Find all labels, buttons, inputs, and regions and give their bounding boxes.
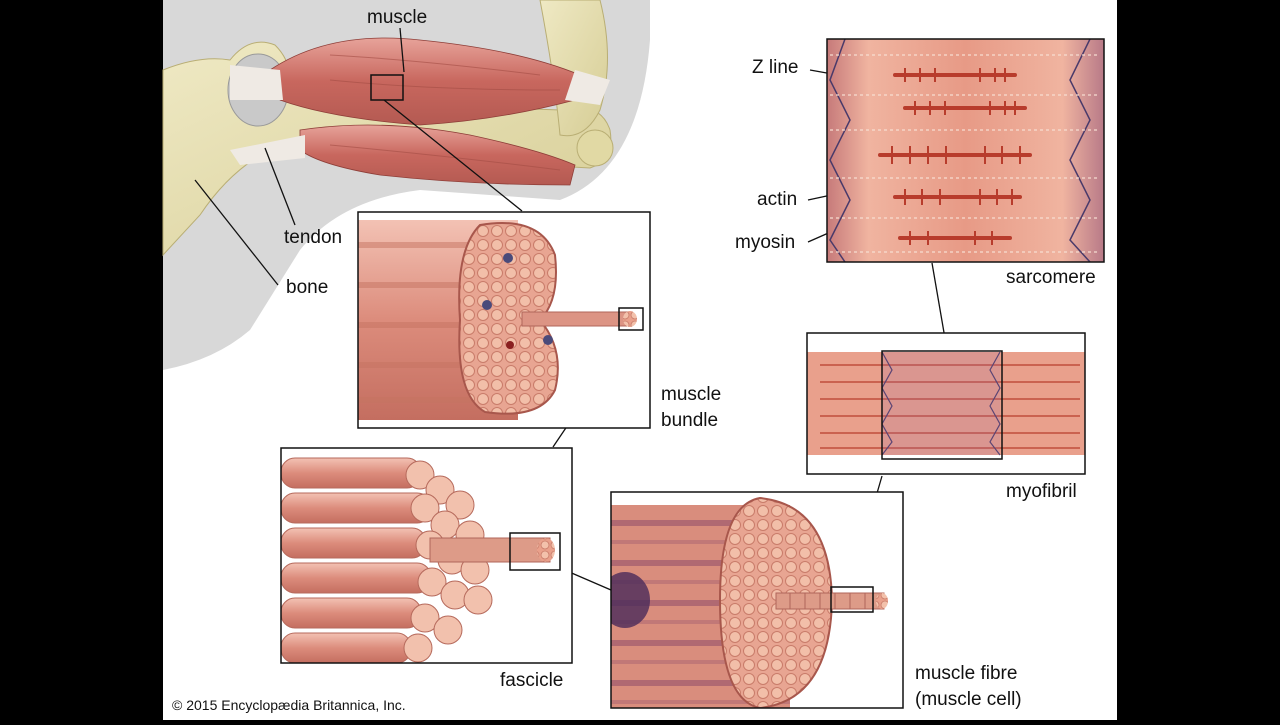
label-sarcomere: sarcomere [1006, 267, 1096, 288]
myofibril-zoom-marker [881, 350, 1003, 460]
label-muscle-fibre-line1: muscle fibre [915, 663, 1018, 684]
muscle-bundle-frame [357, 211, 651, 429]
myofibril-illustration [807, 333, 1085, 474]
label-tendon: tendon [284, 227, 343, 248]
label-bone: bone [286, 277, 329, 298]
myofibril-frame [806, 332, 1086, 475]
label-myofibril: myofibril [1006, 481, 1077, 502]
sarcomere-frame [826, 38, 1105, 263]
label-myosin: myosin [735, 232, 796, 253]
fascicle-illustration [281, 448, 572, 663]
fascicle-zoom-marker [509, 532, 561, 571]
fascicle-frame [280, 447, 573, 664]
label-actin: actin [757, 189, 798, 210]
fibre-zoom-marker [830, 586, 874, 613]
label-muscle-bundle-line1: muscle [661, 384, 722, 405]
sarcomere-illustration [827, 39, 1104, 262]
label-fascicle: fascicle [500, 670, 564, 691]
muscle-fibre-illustration [611, 492, 903, 708]
muscle-fibre-frame [610, 491, 904, 709]
label-muscle: muscle [367, 7, 428, 28]
muscle-zoom-marker [370, 74, 404, 101]
muscle-bundle-illustration [358, 212, 650, 428]
label-z-line: Z line [752, 57, 799, 78]
copyright-notice: © 2015 Encyclopædia Britannica, Inc. [172, 697, 406, 713]
arm-muscles [230, 37, 610, 186]
bundle-zoom-marker [618, 307, 644, 331]
label-muscle-bundle-line2: bundle [661, 410, 719, 431]
label-muscle-fibre-line2: (muscle cell) [915, 689, 1022, 710]
